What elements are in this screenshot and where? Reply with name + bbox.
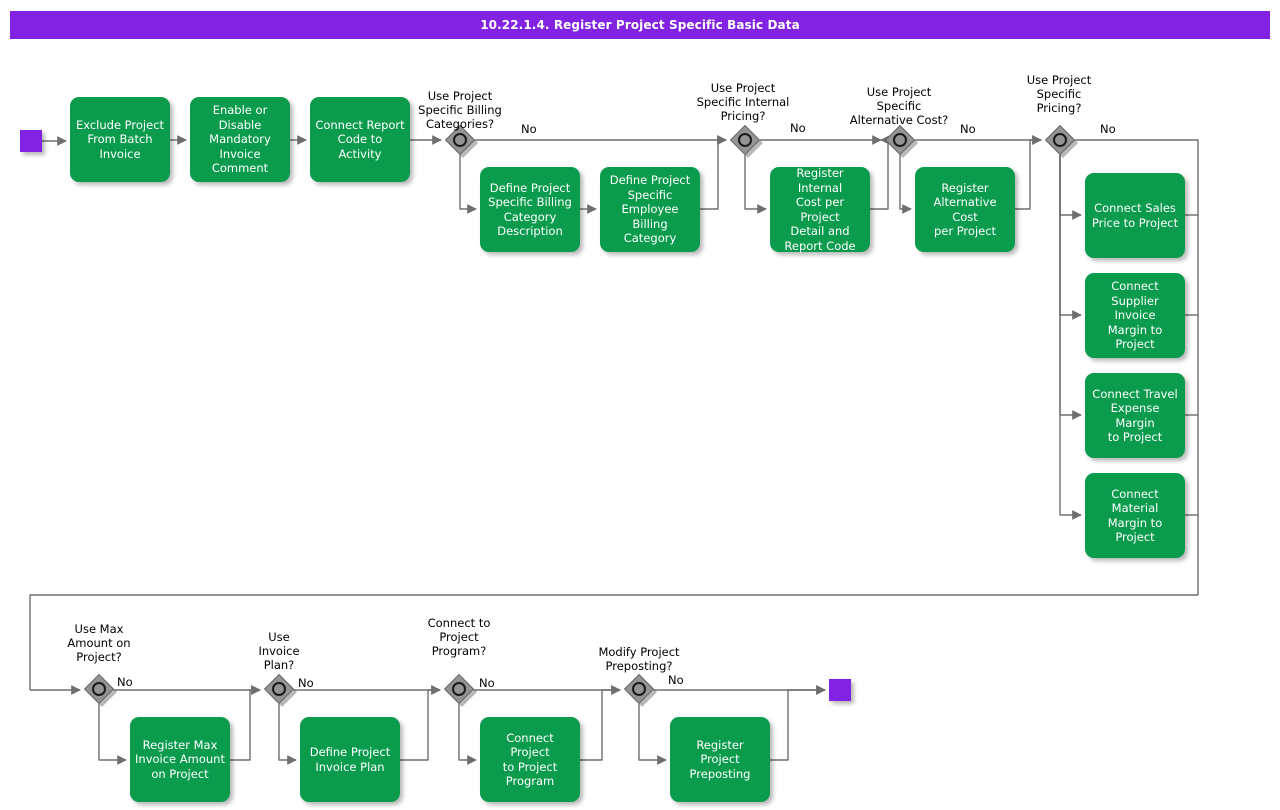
gateway-g2[interactable]	[730, 125, 763, 158]
flow-g2-yes-to-t6	[744, 155, 767, 214]
gateway-ring-icon	[92, 682, 106, 696]
task-t6[interactable]: Register Internal Cost per Project Detai…	[770, 166, 870, 253]
gateway-label-g8: Modify Project Preposting?	[598, 645, 680, 673]
edge-label-no-g7: No	[479, 676, 495, 690]
gateway-g1[interactable]	[445, 125, 478, 158]
sequence-flows	[42, 135, 1082, 520]
flow-t5-to-g2	[700, 135, 727, 210]
gateway-ring-icon	[1053, 133, 1067, 147]
flow-t12-to-g6	[230, 685, 261, 761]
diagram-title-bar: 10.22.1.4. Register Project Specific Bas…	[10, 11, 1270, 39]
page-title: 10.22.1.4. Register Project Specific Bas…	[480, 18, 800, 32]
task-t5[interactable]: Define Project Specific Employee Billing…	[600, 167, 700, 252]
flow-g4-yes-to-t9	[1059, 155, 1082, 320]
flow-g6-yes-to-t13	[278, 704, 297, 765]
gateway-g4[interactable]	[1045, 125, 1078, 158]
gateway-label-g3: Use Project Specific Alternative Cost?	[849, 85, 949, 127]
gateway-label-g2: Use Project Specific Internal Pricing?	[696, 81, 790, 123]
gateway-ring-icon	[272, 682, 286, 696]
task-t11[interactable]: Connect Material Margin to Project	[1085, 473, 1185, 558]
task-t15[interactable]: Register Project Preposting	[670, 717, 770, 802]
flow-t15-to-end	[770, 685, 826, 761]
flow-g1-yes-to-t4	[459, 155, 477, 214]
gateway-ring-icon	[453, 133, 467, 147]
start-event[interactable]	[20, 130, 42, 152]
sequence-flows-row2	[30, 685, 826, 765]
gateway-label-g4: Use Project Specific Pricing?	[1026, 73, 1092, 115]
gateway-g3[interactable]	[885, 125, 918, 158]
flow-t14-to-g8	[580, 685, 621, 761]
gateway-ring-icon	[632, 682, 646, 696]
gateway-g5[interactable]	[84, 674, 117, 707]
task-t2[interactable]: Enable or Disable Mandatory Invoice Comm…	[190, 97, 290, 182]
gateway-label-g1: Use Project Specific Billing Categories?	[418, 89, 502, 131]
task-t9[interactable]: Connect Supplier Invoice Margin to Proje…	[1085, 273, 1185, 358]
task-t10[interactable]: Connect Travel Expense Margin to Project	[1085, 373, 1185, 458]
edge-label-no-g1: No	[521, 122, 537, 136]
edge-label-no-g3: No	[960, 122, 976, 136]
flow-g7-yes-to-t14	[458, 704, 477, 765]
gateway-ring-icon	[452, 682, 466, 696]
gateway-g6[interactable]	[264, 674, 297, 707]
flow-g8-yes-to-t15	[638, 704, 667, 765]
task-t8[interactable]: Connect Sales Price to Project	[1085, 173, 1185, 258]
task-t14[interactable]: Connect Project to Project Program	[480, 717, 580, 802]
flow-t13-to-g7	[400, 685, 441, 761]
flow-g4-yes-to-t8	[1059, 155, 1082, 220]
task-t4[interactable]: Define Project Specific Billing Category…	[480, 167, 580, 252]
task-t13[interactable]: Define Project Invoice Plan	[300, 717, 400, 802]
task-t3[interactable]: Connect Report Code to Activity	[310, 97, 410, 182]
flow-g4-yes-to-t10	[1059, 155, 1082, 420]
edge-label-no-g4: No	[1100, 122, 1116, 136]
flow-g3-yes-to-t7	[899, 155, 912, 214]
task-t1[interactable]: Exclude Project From Batch Invoice	[70, 97, 170, 182]
gateway-label-g6: Use Invoice Plan?	[258, 630, 300, 672]
edge-label-no-g5: No	[117, 675, 133, 689]
merge-rails	[29, 139, 1199, 690]
flow-t7-to-g4	[1015, 135, 1042, 210]
edge-label-no-g8: No	[668, 673, 684, 687]
flow-g4-yes-to-t11	[1059, 155, 1082, 520]
rail-g4-no-down	[1075, 139, 1199, 595]
gateway-label-g7: Connect to Project Program?	[427, 616, 491, 658]
gateway-ring-icon	[738, 133, 752, 147]
gateway-g7[interactable]	[444, 674, 477, 707]
flow-g5-yes-to-t12	[98, 704, 127, 765]
task-t12[interactable]: Register Max Invoice Amount on Project	[130, 717, 230, 802]
edge-label-no-g2: No	[790, 121, 806, 135]
rail-wrap-to-row2	[29, 594, 1198, 690]
gateway-label-g5: Use Max Amount on Project?	[67, 622, 131, 664]
flow-t6-to-g3	[870, 135, 890, 210]
gateway-ring-icon	[893, 133, 907, 147]
edge-label-no-g6: No	[298, 676, 314, 690]
task-t7[interactable]: Register Alternative Cost per Project	[915, 167, 1015, 252]
gateway-g8[interactable]	[624, 674, 657, 707]
end-event[interactable]	[829, 679, 851, 701]
